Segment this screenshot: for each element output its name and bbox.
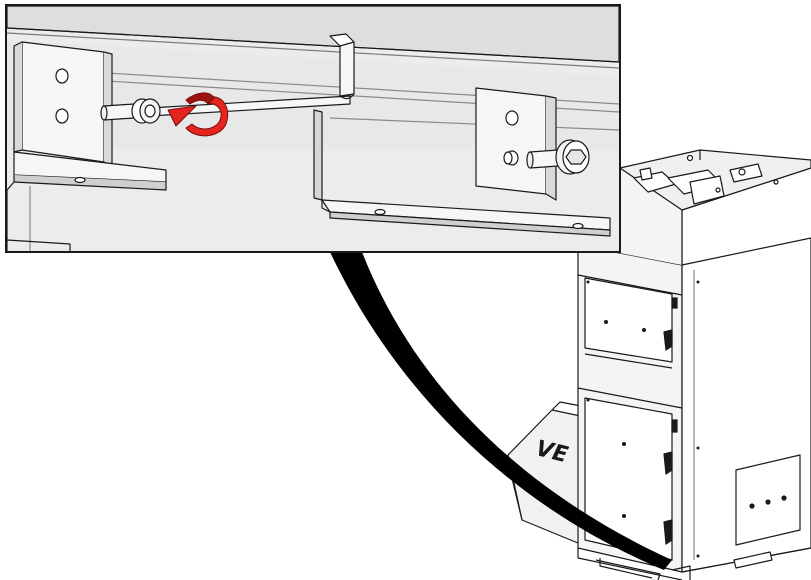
right-bracket [475, 87, 557, 201]
door-handles [663, 297, 678, 545]
side-inspection-cover [735, 454, 801, 546]
upper-door [584, 277, 673, 363]
base-flange [7, 151, 611, 251]
top-mechanism [633, 150, 779, 205]
socket-head-bolt-icon [503, 139, 590, 175]
boiler-base [577, 547, 811, 580]
counter-clockwise-rotation-arrow-icon [167, 92, 229, 137]
left-bracket [13, 41, 113, 167]
socket-head-bolt-icon [100, 98, 161, 124]
door-screws [586, 280, 646, 518]
bracket-hole-upper [505, 110, 519, 126]
bracket-hole-lower [55, 108, 69, 124]
center-post [313, 109, 323, 201]
upper-beam [7, 6, 619, 63]
callout-connector [330, 252, 672, 570]
bracket-hole-upper [55, 68, 69, 84]
detail-callout [5, 4, 621, 253]
boiler-unit: VE [507, 149, 811, 580]
